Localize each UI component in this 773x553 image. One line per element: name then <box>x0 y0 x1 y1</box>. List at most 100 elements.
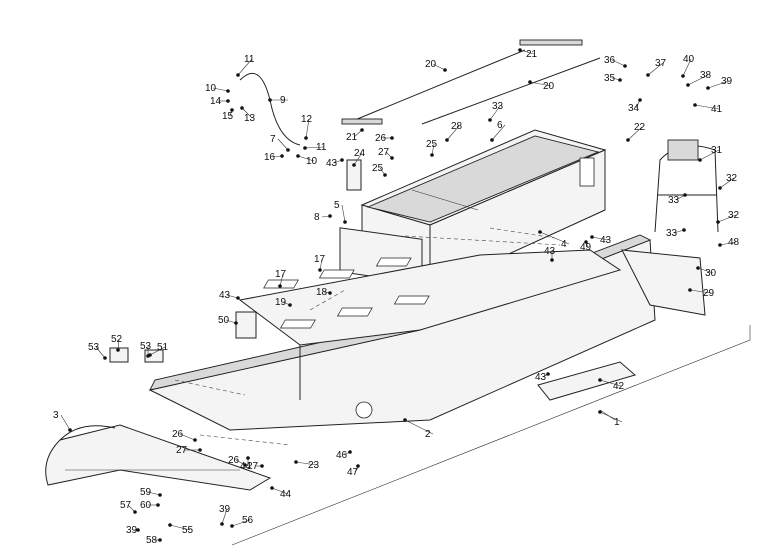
fastener-point <box>268 98 272 102</box>
callout-leader <box>682 58 692 77</box>
fastener-point <box>198 448 202 452</box>
fastener-point <box>146 354 150 358</box>
callout-leader <box>519 49 535 55</box>
fastener-point <box>623 64 627 68</box>
cargo-box <box>339 129 607 291</box>
assembly-bracket <box>231 325 751 546</box>
fastener-point <box>343 220 347 224</box>
callout-leader <box>271 487 289 495</box>
fastener-point <box>693 103 697 107</box>
fastener-point <box>445 138 449 142</box>
fastener-point <box>718 243 722 247</box>
fastener-point <box>598 410 602 414</box>
callout-leader <box>226 294 239 299</box>
callout-leader <box>432 63 446 71</box>
callout-label: 39 <box>721 76 733 87</box>
callout-label: 16 <box>264 152 276 163</box>
fastener-point <box>68 428 72 432</box>
callout-label: 46 <box>336 450 348 461</box>
fastener-point <box>488 118 492 122</box>
callout-label: 11 <box>244 54 255 65</box>
callout-label: 38 <box>700 70 712 81</box>
fastener-point <box>288 303 292 307</box>
callout-leader <box>687 74 709 86</box>
callout-label: 18 <box>316 287 328 298</box>
fastener-point <box>550 258 554 262</box>
callout-leader <box>95 346 106 359</box>
fastener-point <box>352 163 356 167</box>
callout-label: 26 <box>172 429 184 440</box>
callout-leader <box>446 125 460 141</box>
callout-label: 14 <box>210 96 222 107</box>
fastener-point <box>696 266 700 270</box>
callout-leader <box>221 508 228 525</box>
callout-label: 36 <box>604 55 616 66</box>
fastener-point <box>443 68 447 72</box>
callout-label: 37 <box>655 58 667 69</box>
fastener-point <box>230 108 234 112</box>
callout-label: 51 <box>157 342 169 353</box>
callout-label: 19 <box>275 297 287 308</box>
callout-label: 43 <box>535 372 547 383</box>
callout-label: 27 <box>247 461 259 472</box>
callout-label: 7 <box>270 134 276 145</box>
callout-label: 39 <box>126 525 138 536</box>
fastener-point <box>626 138 630 142</box>
fastener-point <box>278 284 282 288</box>
callout-leader <box>489 105 501 121</box>
callout-leader <box>319 258 323 271</box>
callout-leader <box>694 104 720 110</box>
floor-slots <box>263 257 430 329</box>
main-hull <box>148 234 656 431</box>
callout-label: 35 <box>604 73 616 84</box>
callout-label: 15 <box>222 111 234 122</box>
fastener-point <box>243 463 247 467</box>
callout-label: 4 <box>561 239 567 250</box>
callout-leader <box>237 58 253 76</box>
fastener-point <box>260 464 264 468</box>
callout-leader <box>611 59 626 67</box>
fastener-point <box>246 456 250 460</box>
callout-leader <box>689 289 712 294</box>
front-bracket-2 <box>144 349 164 363</box>
callout-leader <box>699 149 720 161</box>
assembly-lines <box>174 227 561 446</box>
fastener-point <box>136 528 140 532</box>
callout-leader <box>719 241 737 246</box>
fastener-point <box>294 460 298 464</box>
callout-label: 24 <box>354 148 366 159</box>
fastener-point <box>328 291 332 295</box>
callout-leader <box>719 177 735 189</box>
fastener-point <box>158 493 162 497</box>
callout-leader <box>231 519 251 527</box>
front-ski <box>45 424 272 491</box>
callout-label: 27 <box>378 147 390 158</box>
fastener-point <box>226 99 230 103</box>
fastener-point <box>230 524 234 528</box>
callout-label: 12 <box>301 114 313 125</box>
callout-leader <box>341 204 346 223</box>
callout-label: 20 <box>543 81 555 92</box>
fastener-point <box>340 158 344 162</box>
callout-label: 1 <box>614 417 620 428</box>
callout-label: 30 <box>705 268 717 279</box>
callout-label: 22 <box>634 122 646 133</box>
callout-label: 32 <box>728 210 740 221</box>
fastener-point <box>236 296 240 300</box>
callout-label: 47 <box>347 467 359 478</box>
callout-label: 44 <box>240 461 252 472</box>
fastener-point <box>638 98 642 102</box>
fastener-point <box>683 193 687 197</box>
callout-label: 2 <box>425 429 431 440</box>
callout-label: 58 <box>146 535 158 546</box>
fastener-point <box>390 136 394 140</box>
fastener-point <box>390 156 394 160</box>
fastener-point <box>236 73 240 77</box>
fastener-point <box>618 78 622 82</box>
fastener-point <box>304 136 308 140</box>
callout-leader <box>539 231 570 245</box>
callout-label: 20 <box>425 59 437 70</box>
fastener-point <box>116 348 120 352</box>
callout-label: 44 <box>280 489 292 500</box>
callout-leader <box>353 152 363 166</box>
